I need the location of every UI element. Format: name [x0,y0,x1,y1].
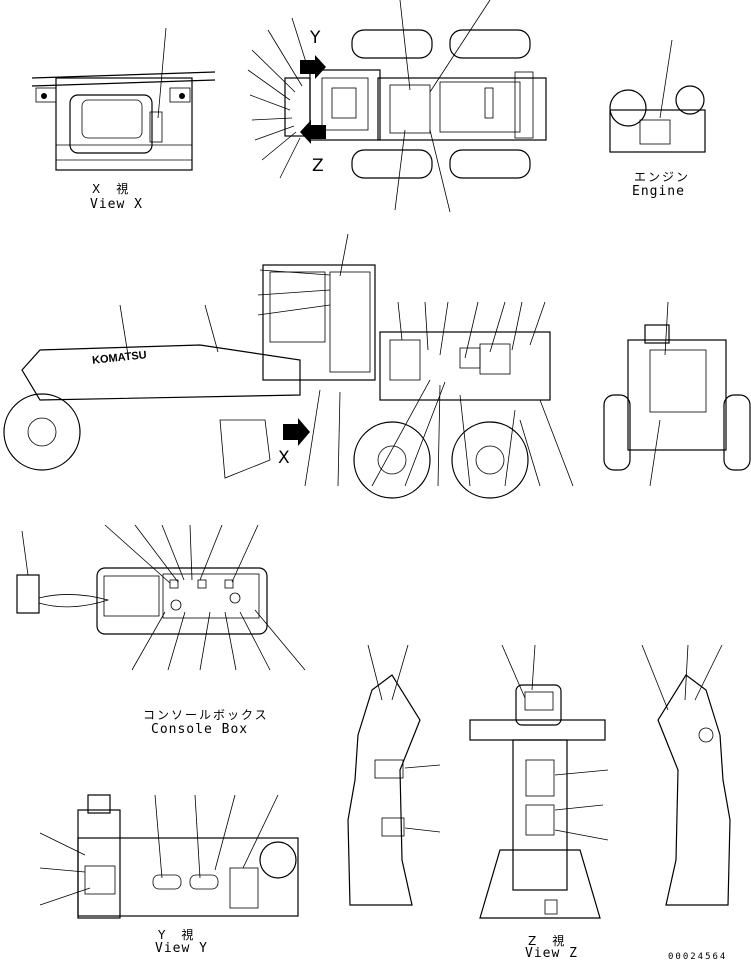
arrow-label-y: Y [310,28,321,48]
view-z-caption-jp: Z 視 [528,934,567,948]
view-z-caption: View Z [525,946,578,961]
view-x-caption-jp: X 視 [92,182,131,196]
view-x-drawing [31,27,216,171]
column-center-drawing [469,644,609,919]
rear-view-drawing [603,301,751,487]
console-box-caption-jp: コンソールボックス [143,708,269,722]
engine-caption: Engine [632,184,685,199]
top-view-drawing [247,0,547,213]
console-box-caption: Console Box [151,722,249,737]
arrow-label-x: X [278,448,290,468]
console-box-drawing [16,524,306,671]
view-y-caption-jp: Y 視 [158,928,196,942]
side-view-drawing [3,233,574,499]
view-x-caption: View X [90,197,143,212]
view-y-caption: View Y [155,941,208,956]
engine-drawing [609,39,706,153]
arrow-label-z: Z [312,156,324,176]
view-y-drawing [39,794,299,919]
engine-caption-jp: エンジン [634,170,691,184]
drawing-number: 00024564 [668,952,728,962]
column-left-drawing [347,644,441,906]
column-right-drawing [641,644,731,906]
